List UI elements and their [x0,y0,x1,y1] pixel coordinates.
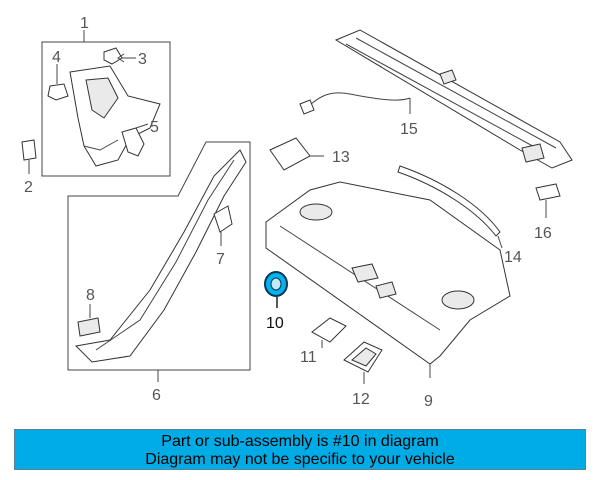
part-3-clip [103,47,136,65]
callout-14: 14 [504,249,522,266]
callout-1: 1 [80,15,89,32]
callout-13: 13 [332,149,350,166]
callout-16: 16 [534,225,552,242]
callout-3: 3 [138,51,147,68]
callout-4: 4 [52,49,61,66]
callout-7: 7 [216,251,225,268]
inset-box-pillar-trim [67,141,251,382]
callout-15: 15 [400,121,418,138]
callout-5: 5 [150,119,159,136]
callout-6: 6 [152,387,161,404]
banner-line-1: Part or sub-assembly is #10 in diagram [161,433,439,450]
part-12-cover [343,341,383,384]
callout-8: 8 [86,287,95,304]
part-13-panel [269,137,324,171]
part-15-upper-panel [299,29,573,169]
part-8-clip [77,304,101,337]
callout-2: 2 [24,179,33,196]
callout-9: 9 [424,393,433,410]
inset-box-quarter-trim [41,30,171,177]
parts-diagram: 1 2 3 4 5 6 7 8 9 10 11 12 13 14 15 16 [21,15,573,410]
callout-10: 10 [266,315,284,332]
part-7-bracket [213,205,233,246]
part-9-package-tray [265,181,511,378]
part-14-strip [397,165,503,249]
part-2-cap [21,139,37,174]
part-16-clip [535,183,561,218]
part-5-clip [121,123,149,157]
part-4-clip [47,64,69,101]
info-banner: Part or sub-assembly is #10 in diagram D… [14,429,586,470]
part-11-cover [311,317,347,348]
part-10-highlighted [264,271,288,308]
callout-12: 12 [352,391,370,408]
callout-11: 11 [300,349,317,366]
banner-line-2: Diagram may not be specific to your vehi… [145,451,455,468]
